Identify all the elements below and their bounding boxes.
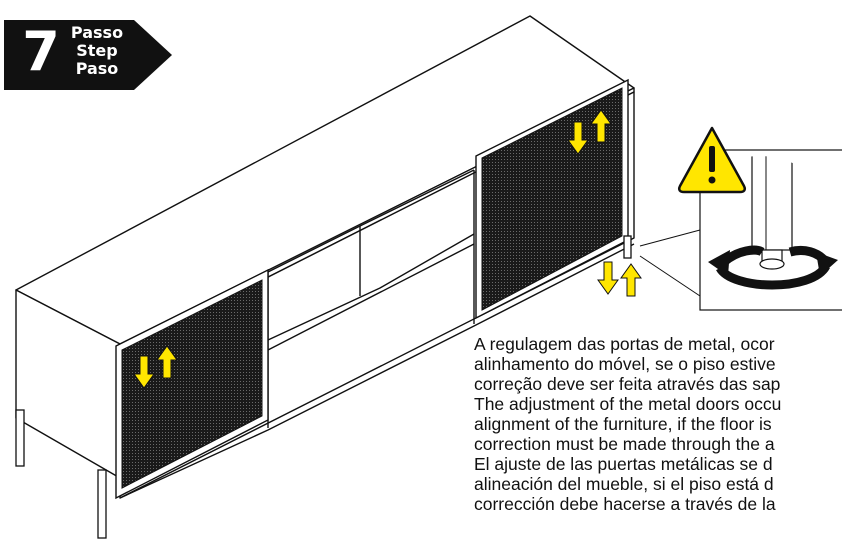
instruction-line: alignment of the furniture, if the floor… (474, 414, 772, 434)
instructions-text: A regulagem das portas de metal, ocor al… (474, 334, 842, 514)
left-door (115, 268, 269, 500)
right-door-up-arrow (590, 109, 612, 143)
foot-adjuster (759, 258, 785, 270)
instruction-line: El ajuste de las puertas metálicas se d (474, 454, 773, 474)
cabinet-legs (15, 235, 632, 539)
middle-shelf-back (267, 233, 475, 341)
step-label-pt: Passo (70, 23, 124, 42)
instruction-line: correção deve ser feita através das sap (474, 374, 781, 394)
instruction-line: corrección debe hacerse a través de la (474, 494, 776, 514)
leg-back-left (15, 409, 25, 467)
middle-shelf (267, 243, 475, 351)
instruction-line: alineación del mueble, si el piso está d (474, 474, 774, 494)
left-door-up-arrow (156, 345, 178, 379)
warning-triangle-icon (677, 126, 747, 194)
right-door-down-arrow (567, 121, 589, 155)
foot-up-arrow (620, 263, 642, 297)
step-badge-shape (4, 20, 172, 90)
right-door (475, 78, 629, 320)
adjust-arrows (133, 109, 642, 389)
instruction-line: alinhamento do móvel, se o piso estive (474, 354, 776, 374)
leg-detail (751, 156, 793, 251)
step-badge (4, 20, 176, 90)
foot-down-arrow (597, 261, 619, 295)
step-number: 7 (22, 20, 60, 83)
leg-front-right (623, 235, 632, 259)
leg-front-left (97, 469, 107, 539)
instruction-line: The adjustment of the metal doors occu (474, 394, 782, 414)
instruction-line: A regulagem das portas de metal, ocor (474, 334, 775, 354)
rotate-arrows-icon (708, 245, 838, 290)
step-label-es: Paso (75, 59, 119, 78)
step-labels: Passo Step Paso (66, 24, 128, 78)
step-label-en: Step (76, 41, 118, 60)
instruction-line: correction must be made through the a (474, 434, 775, 454)
left-door-down-arrow (133, 355, 155, 389)
